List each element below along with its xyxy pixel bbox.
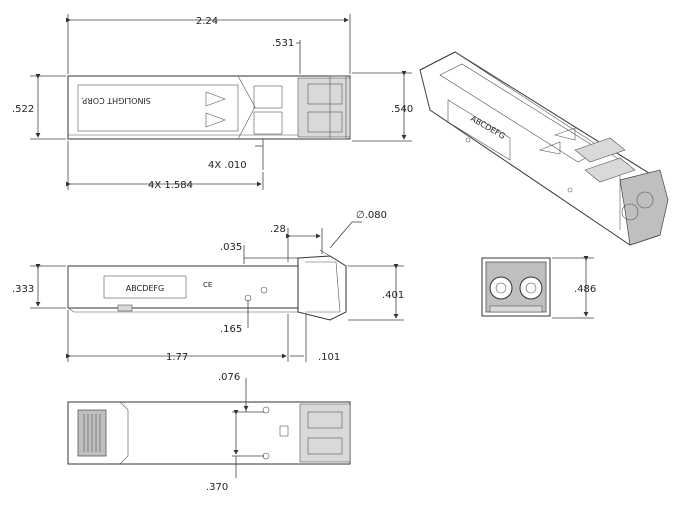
dim-370: .370	[206, 482, 228, 493]
front-view: .486	[481, 256, 596, 319]
dim-165: .165	[220, 324, 242, 335]
side-view-dimensions: .333 .401 .035 .165 .28 ∅.080 1.77 .101	[12, 210, 404, 363]
dim-4x-1584: 4X 1.584	[148, 180, 193, 191]
dim-28: .28	[270, 224, 286, 235]
dim-101: .101	[318, 352, 340, 363]
dim-531: .531	[272, 38, 294, 49]
top-view-dimensions: 2.24 .531 .522 .540 4X .010 4X 1.584	[12, 14, 413, 191]
abcdefg-label: ABCDEFG	[126, 284, 164, 293]
ce-mark: CE	[203, 281, 212, 289]
dim-1-77: 1.77	[166, 352, 188, 363]
dim-333: .333	[12, 284, 34, 295]
dim-522: .522	[12, 104, 34, 115]
dim-4x-010: 4X .010	[208, 160, 247, 171]
side-view: ABCDEFG CE	[67, 249, 347, 321]
sinolight-label: SINOLIGHT CORP.	[81, 96, 151, 105]
top-view: SINOLIGHT CORP.	[67, 75, 351, 140]
dim-2-24: 2.24	[196, 16, 218, 27]
dim-076: .076	[218, 372, 240, 383]
bottom-view-dimensions: .076 .370	[206, 372, 264, 493]
dim-035: .035	[220, 242, 242, 253]
dim-540: .540	[391, 104, 413, 115]
dim-486: .486	[574, 284, 596, 295]
dim-phi-080: ∅.080	[356, 210, 387, 221]
isometric-view: ABCDEFG	[419, 51, 669, 246]
bottom-view	[67, 401, 351, 465]
dim-401: .401	[382, 290, 404, 301]
